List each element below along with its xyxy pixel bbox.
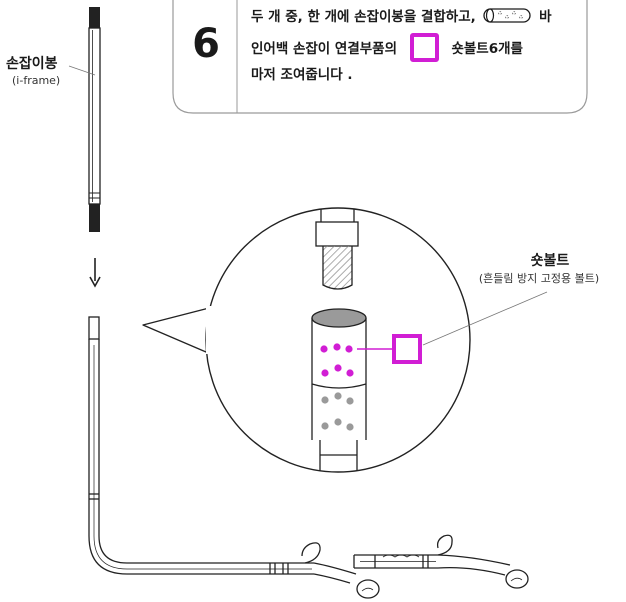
instruction-line-2-pre: 인어백 손잡이 연결부품의 bbox=[251, 41, 398, 57]
bolt-leader-line bbox=[422, 291, 548, 346]
zoom-callout-tail bbox=[142, 306, 214, 356]
instruction-line-1-end: 바 bbox=[539, 9, 552, 25]
connector-tube-icon bbox=[482, 7, 532, 24]
step-number: 6 bbox=[192, 21, 220, 67]
zoom-detail bbox=[311, 208, 367, 472]
instruction-line-1-text: 두 개 중, 한 개에 손잡이봉을 결합하고, bbox=[251, 9, 476, 25]
short-bolt-sublabel: (흔들림 방지 고정용 볼트) bbox=[478, 272, 600, 285]
down-arrow-icon bbox=[89, 258, 101, 288]
instruction-panel bbox=[172, 0, 588, 114]
handle-leader-line bbox=[68, 65, 96, 76]
instruction-line-2: 인어백 손잡이 연결부품의 숏볼트6개를 bbox=[251, 33, 523, 63]
bolt-square-inline-icon bbox=[409, 33, 439, 62]
instruction-line-2-post: 숏볼트6개를 bbox=[451, 41, 523, 57]
main-frame-illustration bbox=[88, 316, 380, 599]
instruction-line-3: 마저 조여줍니다 . bbox=[251, 67, 353, 83]
handle-bar-illustration bbox=[88, 7, 101, 232]
bolt-square-icon bbox=[392, 334, 422, 364]
connector-piece-illustration bbox=[353, 534, 529, 589]
handle-bar-label: 손잡이봉 bbox=[6, 56, 58, 72]
handle-bar-sublabel: (i-frame) bbox=[12, 74, 61, 87]
instruction-line-1: 두 개 중, 한 개에 손잡이봉을 결합하고, 바 bbox=[251, 4, 552, 31]
short-bolt-label: 숏볼트 bbox=[530, 253, 570, 269]
bolt-dots bbox=[320, 343, 354, 431]
